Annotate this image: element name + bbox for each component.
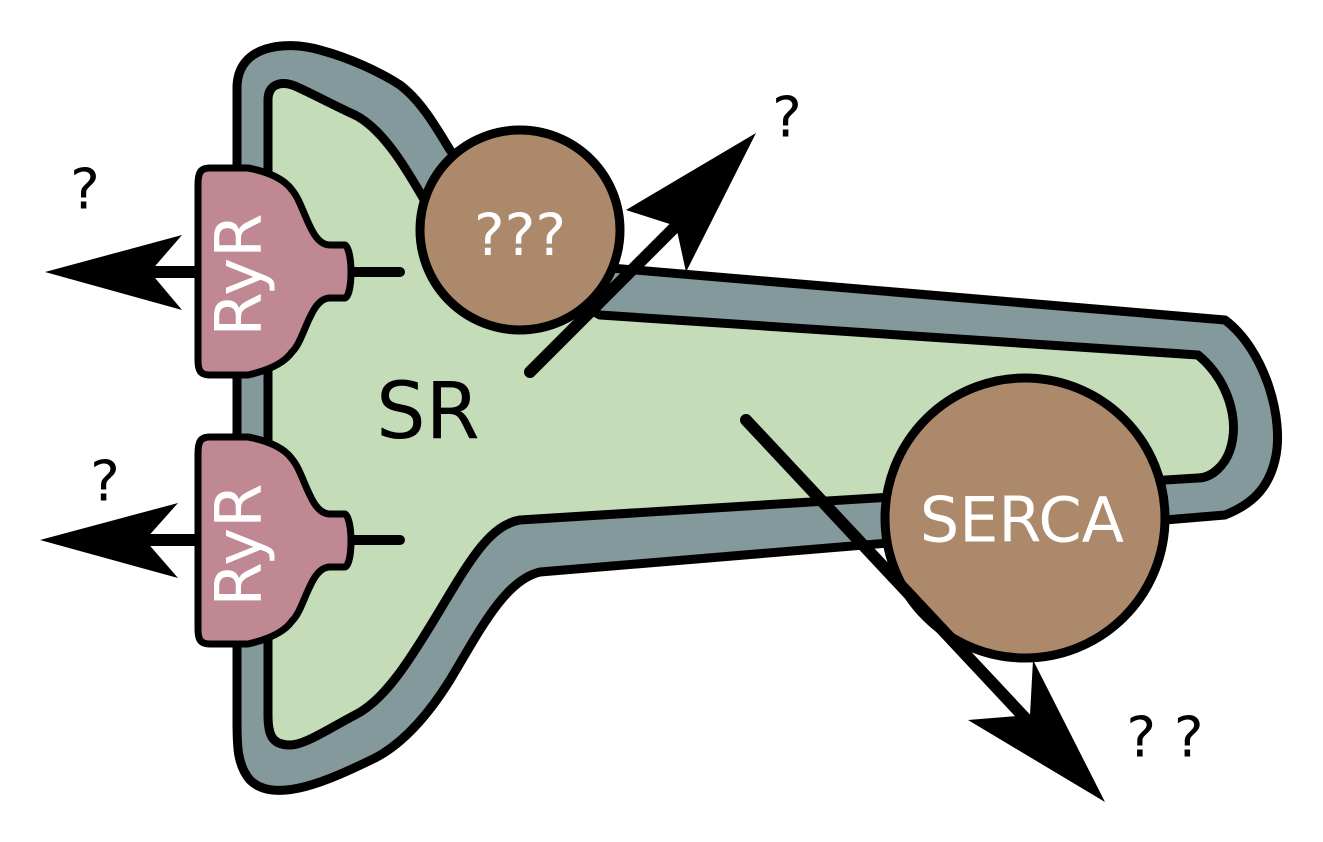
sr-label: SR [376,367,480,457]
ryr-channel-top: RyR [45,164,405,379]
question-top-right: ? [772,86,802,151]
ryr-channel-bottom: RyR [40,433,405,648]
question-bottom-right: ? ? [1126,706,1203,771]
sr-lumen [263,79,1238,750]
unknown-pump-label: ??? [474,201,566,269]
question-left-top: ? [70,158,100,223]
question-left-bottom: ? [90,450,120,515]
serca-label: SERCA [920,484,1124,557]
serca-arrow [740,414,1105,802]
unknown-pump-arrow [524,133,756,378]
serca-pump: SERCA [880,373,1170,663]
unknown-pump: ??? [415,125,625,335]
ryr-bottom-label: RyR [203,483,277,606]
ryr-top-label: RyR [203,213,277,336]
